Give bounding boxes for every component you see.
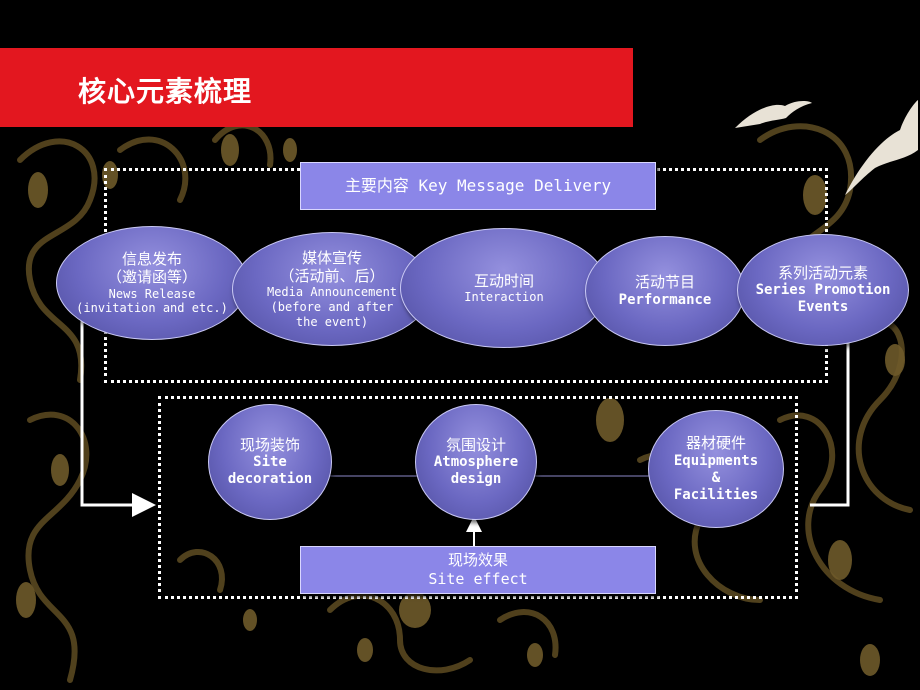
node-interaction: 互动时间 Interaction xyxy=(400,228,608,348)
node-en: Performance xyxy=(618,291,712,308)
node-media-announcement: 媒体宣传 （活动前、后） Media Announcement (before … xyxy=(232,232,432,346)
node-zh: 信息发布 xyxy=(121,250,182,269)
node-en: design xyxy=(450,471,502,488)
node-en: Facilities xyxy=(673,486,759,503)
node-site-decoration: 现场装饰 Site decoration xyxy=(208,404,332,520)
node-series-promotion: 系列活动元素 Series Promotion Events xyxy=(737,234,909,346)
node-en: (invitation and etc.) xyxy=(76,301,228,316)
node-en: Equipments xyxy=(673,452,759,469)
flying-bird-icon xyxy=(735,100,918,195)
node-atmosphere-design: 氛围设计 Atmosphere design xyxy=(415,404,537,520)
node-zh: 媒体宣传 xyxy=(301,248,362,267)
title-bar xyxy=(0,48,633,127)
node-en: Events xyxy=(797,299,849,316)
node-performance: 活动节目 Performance xyxy=(585,236,745,346)
node-zh: 活动节目 xyxy=(634,273,695,292)
key-message-banner: 主要内容 Key Message Delivery xyxy=(300,162,656,210)
site-effect-banner: 现场效果 Site effect xyxy=(300,546,656,594)
node-zh: 器材硬件 xyxy=(685,434,746,453)
node-zh: （邀请函等） xyxy=(106,268,197,287)
node-en: Media Announcement xyxy=(266,285,398,300)
node-equipments-facilities: 器材硬件 Equipments & Facilities xyxy=(648,410,784,528)
node-en: & xyxy=(711,469,721,486)
node-zh: （活动前、后） xyxy=(279,267,385,286)
node-zh: 氛围设计 xyxy=(445,435,506,454)
node-en: Interaction xyxy=(464,289,544,304)
node-en: News Release xyxy=(108,286,196,301)
node-en: Atmosphere xyxy=(433,454,519,471)
node-zh: 现场装饰 xyxy=(239,435,300,454)
node-zh: 互动时间 xyxy=(473,271,534,290)
node-zh: 系列活动元素 xyxy=(777,263,868,282)
node-news-release: 信息发布 （邀请函等） News Release (invitation and… xyxy=(56,226,248,340)
site-effect-zh: 现场效果 xyxy=(447,551,508,570)
page-title: 核心元素梳理 xyxy=(78,75,253,108)
node-en: decoration xyxy=(227,471,313,488)
site-effect-en: Site effect xyxy=(428,570,528,588)
node-en: Site xyxy=(253,454,287,471)
site-effect-group-box xyxy=(158,396,798,599)
node-en: Series Promotion xyxy=(755,282,891,299)
node-en: the event) xyxy=(295,314,369,329)
node-en: (before and after xyxy=(270,299,394,314)
key-message-banner-label: 主要内容 Key Message Delivery xyxy=(344,176,612,195)
